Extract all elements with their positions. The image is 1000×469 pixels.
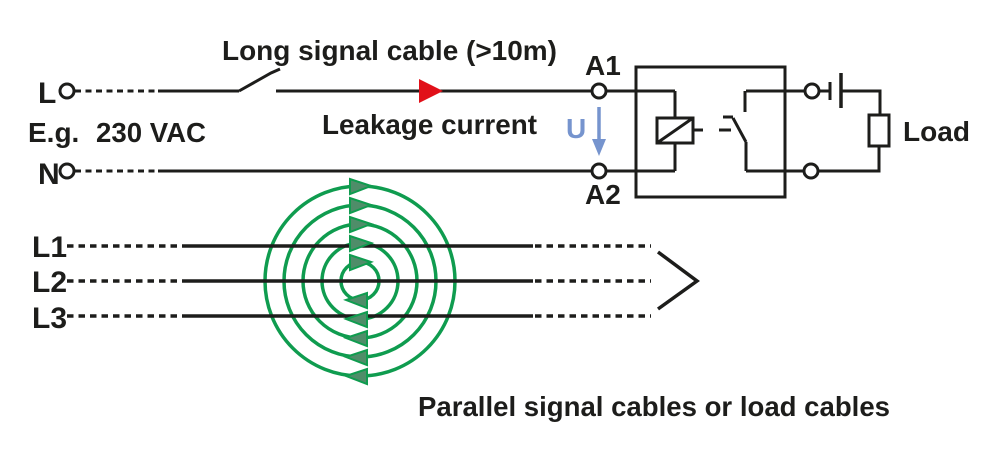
load-circuit: Load	[746, 73, 970, 180]
line-l-label: L	[38, 77, 56, 110]
cable-bundle-chevron-icon	[656, 250, 700, 311]
cable-labels: Long signal cable (>10m) Leakage current	[222, 35, 557, 140]
voltage-arrow-icon	[592, 139, 606, 156]
load-wire-top	[841, 89, 882, 115]
long-signal-cable-label: Long signal cable (>10m)	[222, 35, 557, 66]
supply-section: L N E.g. 230 VAC	[28, 67, 592, 191]
voltage-u-label: U	[566, 113, 586, 144]
phase-l3-label: L3	[32, 302, 67, 335]
field-arrow-bottom-5-icon	[343, 367, 368, 386]
field-arrow-top-3-icon	[349, 215, 374, 234]
field-arrow-top-5-icon	[349, 177, 374, 196]
terminal-a1-label: A1	[585, 50, 621, 81]
voltage-example-value: 230 VAC	[96, 117, 206, 148]
terminal-a1-circle	[590, 82, 608, 100]
terminal-n-circle	[58, 162, 76, 180]
relay-housing-outline	[634, 65, 787, 199]
field-direction-arrows	[343, 177, 374, 386]
contact-blade-icon	[731, 117, 748, 143]
parallel-cables-caption: Parallel signal cables or load cables	[418, 391, 890, 422]
relay-box	[634, 65, 787, 199]
field-arrow-bottom-1-icon	[343, 291, 368, 310]
field-arrow-top-4-icon	[349, 196, 374, 215]
load-resistor-icon	[867, 113, 891, 148]
relay-coil-diagonal	[656, 116, 694, 145]
phase-l1-label: L1	[32, 231, 67, 264]
field-arrow-bottom-3-icon	[343, 329, 368, 348]
field-arrow-bottom-4-icon	[343, 348, 368, 367]
load-label: Load	[903, 116, 970, 147]
field-arrow-top-2-icon	[349, 234, 374, 253]
terminal-l-circle	[58, 82, 76, 100]
load-wire-bottom	[818, 146, 881, 173]
leakage-current-arrow-icon	[419, 79, 443, 103]
switch-blade-icon	[238, 67, 281, 93]
neutral-n-label: N	[38, 158, 60, 191]
terminal-a2-label: A2	[585, 179, 621, 210]
phase-l2-label: L2	[32, 266, 67, 299]
leakage-current-label: Leakage current	[322, 109, 537, 140]
voltage-example-prefix: E.g.	[28, 117, 79, 148]
relay-input-terminals: A1 A2 U	[566, 50, 675, 210]
output-terminal-top-circle	[803, 82, 821, 100]
terminal-a2-circle	[590, 162, 608, 180]
field-arrow-bottom-2-icon	[343, 310, 368, 329]
field-arrow-top-1-icon	[349, 253, 374, 272]
output-terminal-bottom-circle	[802, 162, 820, 180]
